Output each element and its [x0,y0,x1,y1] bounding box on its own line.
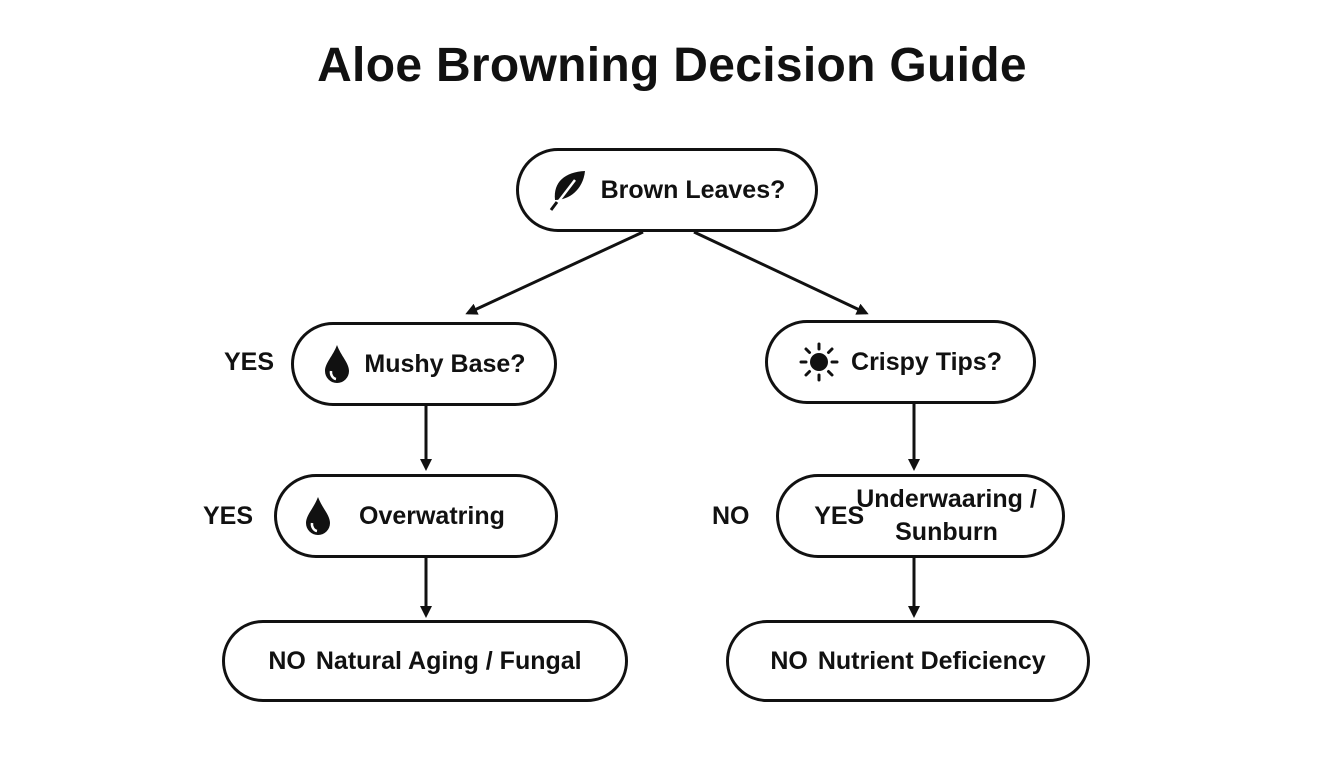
edge-label-yes: YES [203,502,254,530]
node-label: Nutrient Deficiency [817,646,1046,675]
edge-label-no: NO [712,502,750,530]
node-label: Crispy Tips? [851,347,1002,376]
page-title: Aloe Browning Decision Guide [317,39,1027,92]
node-label: Overwatring [359,501,505,530]
node-label-line2: Sunburn [895,518,998,546]
inline-yes-label: YES [814,501,865,530]
node-tag-no: NO [268,646,306,675]
node-label-line1: Underwaaring / [856,485,1037,513]
arrow-root-to-mushy [465,230,644,315]
node-brown-leaves: Brown Leaves? [516,148,818,232]
arrow-root-to-crispy [693,230,869,315]
node-overwatering: Overwatring [274,474,558,558]
water-drop-icon [322,343,352,385]
node-tag-no: NO [770,646,808,675]
node-natural-aging-fungal: NO Natural Aging / Fungal [222,620,628,702]
node-label: Natural Aging / Fungal [315,646,582,675]
node-crispy-tips: Crispy Tips? [765,320,1036,404]
leaf-icon [549,168,589,212]
sun-icon [799,342,839,382]
water-drop-icon [303,495,333,537]
node-mushy-base: Mushy Base? [291,322,557,406]
node-label: Mushy Base? [364,349,526,378]
node-label: Brown Leaves? [600,175,786,204]
edge-label-yes: YES [224,348,275,376]
node-nutrient-deficiency: NO Nutrient Deficiency [726,620,1090,702]
node-underwatering-sunburn: YES Underwaaring / Sunburn [776,474,1065,558]
